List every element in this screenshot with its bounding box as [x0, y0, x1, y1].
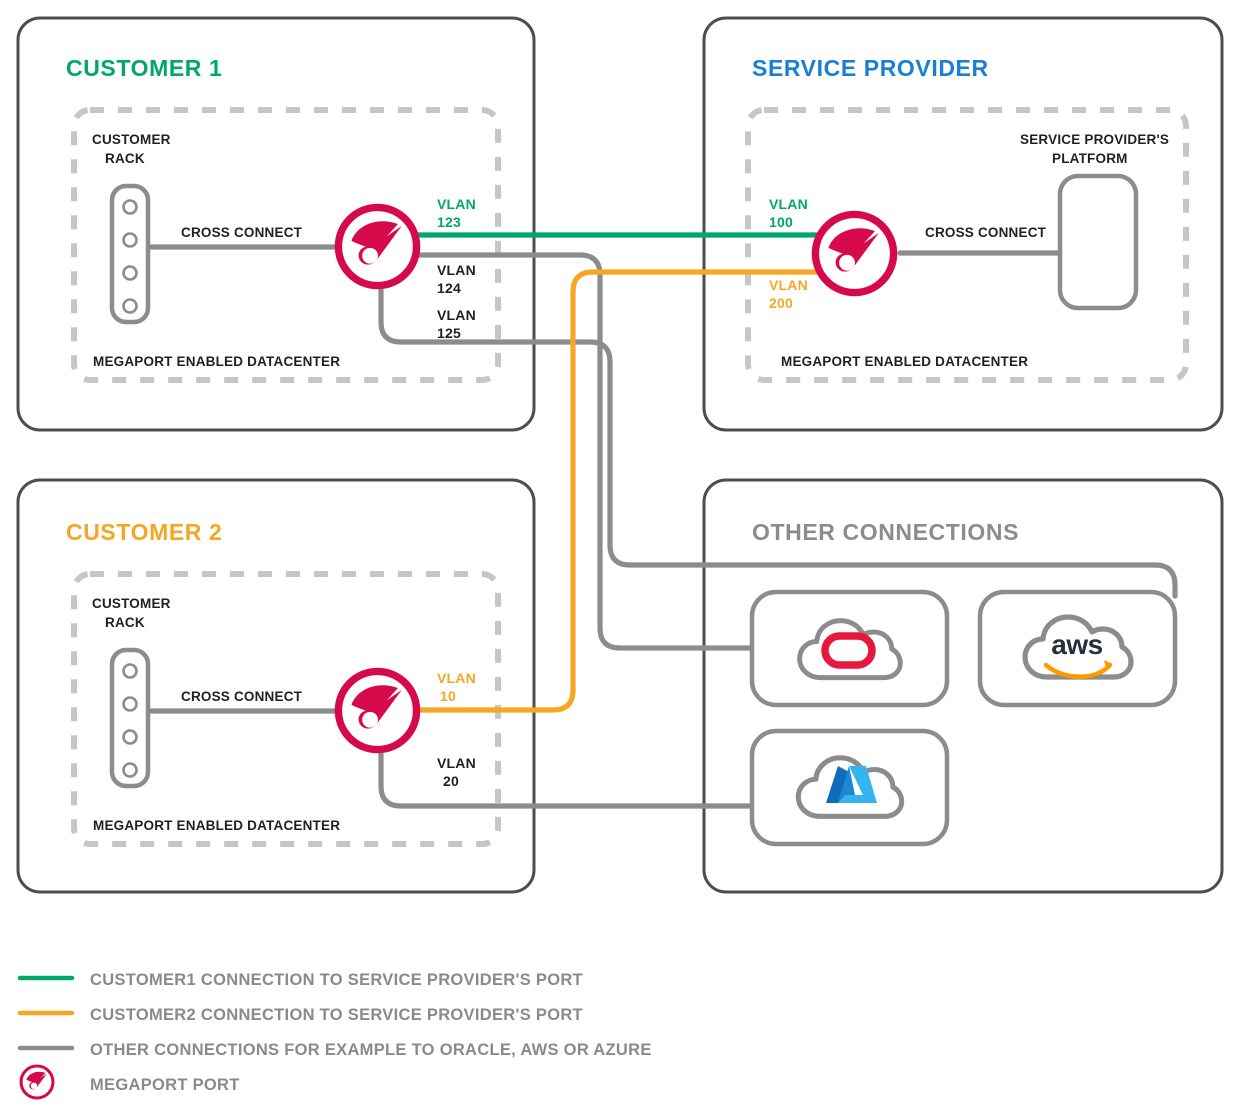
- rack-customer1: [109, 183, 151, 325]
- azure-logo-icon: [826, 766, 877, 803]
- provider-card-azure[interactable]: [749, 728, 950, 847]
- vlan-label-20-id: 20: [443, 773, 459, 789]
- cross-connect-label-customer2: CROSS CONNECT: [181, 689, 303, 704]
- link-vlan125-to-aws: [378, 287, 1178, 599]
- aws-wordmark: aws: [1051, 629, 1102, 660]
- panel-title-customer2: CUSTOMER 2: [66, 519, 222, 545]
- provider-card-oracle[interactable]: [749, 589, 950, 708]
- rack-label-customer2-line1: CUSTOMER: [92, 596, 171, 611]
- panel-title-service-provider: SERVICE PROVIDER: [752, 55, 989, 81]
- legend-label-2: OTHER CONNECTIONS FOR EXAMPLE TO ORACLE,…: [90, 1041, 652, 1059]
- vlan-label-123-name: VLAN: [437, 196, 476, 212]
- legend-label-3: MEGAPORT PORT: [90, 1076, 240, 1094]
- service-provider-platform-box: [1057, 173, 1139, 311]
- legend-label-0: CUSTOMER1 CONNECTION TO SERVICE PROVIDER…: [90, 971, 583, 989]
- platform-label-line1: SERVICE PROVIDER'S: [1020, 132, 1169, 147]
- vlan-label-125-name: VLAN: [437, 307, 476, 323]
- vlan-label-200-name: VLAN: [769, 277, 808, 293]
- datacenter-box-customer1: [71, 107, 501, 383]
- datacenter-label-customer2: MEGAPORT ENABLED DATACENTER: [93, 818, 340, 833]
- platform-label-line2: PLATFORM: [1052, 151, 1128, 166]
- cross-connect-label-service-provider: CROSS CONNECT: [925, 225, 1047, 240]
- vlan-label-123-id: 123: [437, 214, 461, 230]
- datacenter-box-service-provider: [745, 107, 1189, 383]
- rack-label-customer2-line2: RACK: [105, 615, 145, 630]
- datacenter-label-customer1: MEGAPORT ENABLED DATACENTER: [93, 354, 340, 369]
- panel-customer2: [16, 478, 536, 894]
- aws-smile-arrow-icon: [1043, 662, 1113, 679]
- megaport-port-customer1[interactable]: [338, 207, 416, 285]
- panel-customer1: [16, 16, 536, 432]
- link-vlan10-to-vlan200: [407, 269, 823, 713]
- vlan-label-124-name: VLAN: [437, 262, 476, 278]
- megaport-port-customer2[interactable]: [338, 671, 416, 749]
- vlan-label-100-id: 100: [769, 214, 793, 230]
- vlan-label-124-id: 124: [437, 280, 461, 296]
- vlan-label-100-name: VLAN: [769, 196, 808, 212]
- provider-card-aws[interactable]: aws: [977, 589, 1178, 708]
- cross-connect-label-customer1: CROSS CONNECT: [181, 225, 303, 240]
- legend-swatch-megaport-icon: [19, 1064, 55, 1100]
- megaport-port-service-provider[interactable]: [815, 214, 893, 292]
- legend-label-1: CUSTOMER2 CONNECTION TO SERVICE PROVIDER…: [90, 1006, 583, 1024]
- oracle-logo-icon: [821, 632, 876, 669]
- link-vlan124-to-oracle: [407, 252, 755, 651]
- vlan-label-125-id: 125: [437, 325, 461, 341]
- rack-label-customer1-line1: CUSTOMER: [92, 132, 171, 147]
- link-vlan20-to-azure: [378, 751, 755, 809]
- vlan-label-10-name: VLAN: [437, 670, 476, 686]
- vlan-label-20-name: VLAN: [437, 755, 476, 771]
- panel-service-provider: [702, 16, 1224, 432]
- datacenter-label-service-provider: MEGAPORT ENABLED DATACENTER: [781, 354, 1028, 369]
- aws-arrow-head-icon: [1104, 660, 1112, 671]
- rack-label-customer1-line2: RACK: [105, 151, 145, 166]
- rack-customer2: [109, 647, 151, 789]
- panel-title-customer1: CUSTOMER 1: [66, 55, 222, 81]
- panel-title-other-connections: OTHER CONNECTIONS: [752, 519, 1019, 545]
- vlan-label-200-id: 200: [769, 295, 793, 311]
- vlan-label-10-id: 10: [440, 688, 456, 704]
